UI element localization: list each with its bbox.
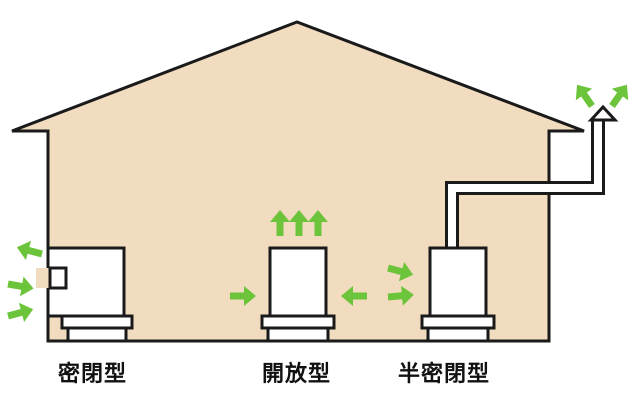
semi-sealed-heater-unit <box>420 246 496 343</box>
label-sealed-type: 密閉型 <box>58 362 128 387</box>
exhaust-arrow-icon <box>568 78 601 112</box>
open-heater-unit <box>260 246 336 343</box>
flue-cap <box>587 104 619 122</box>
label-semi-sealed-type: 半密閉型 <box>398 362 491 387</box>
exhaust-arrow-icon <box>603 78 636 112</box>
intake-arrow-icon <box>5 299 36 326</box>
sealed-heater-unit <box>36 246 134 343</box>
label-open-type: 開放型 <box>262 362 332 387</box>
exhaust-arrow-icon <box>14 237 45 264</box>
intake-arrow-icon <box>6 274 36 299</box>
